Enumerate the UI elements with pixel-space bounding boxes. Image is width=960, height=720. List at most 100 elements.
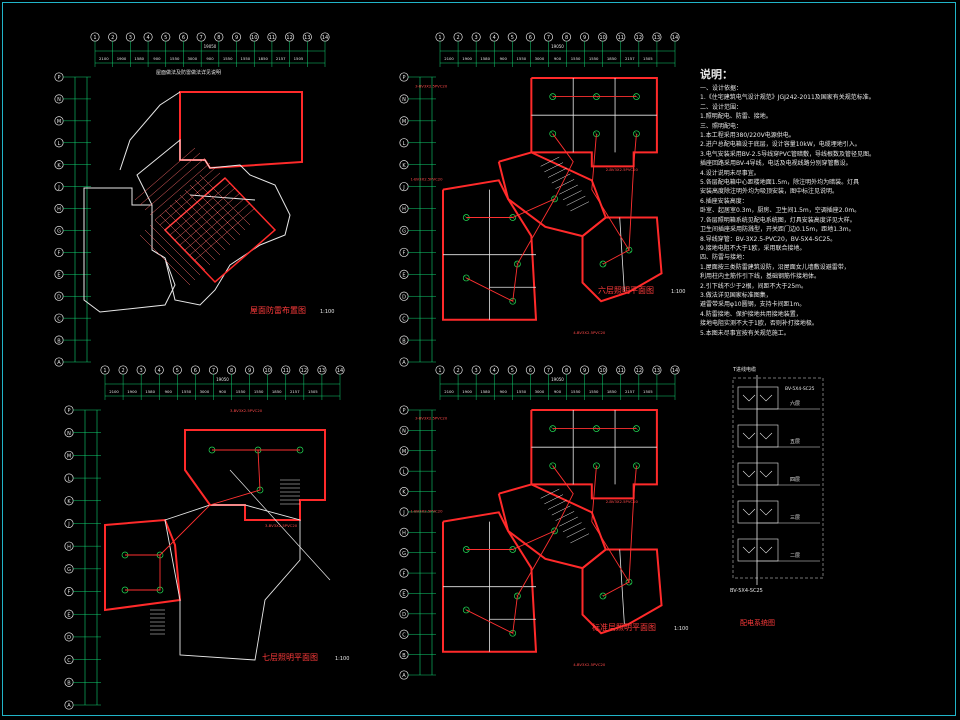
axis-letter: E [402,273,405,279]
axis-letter: L [403,141,406,147]
dimension-text: 1550 [517,389,527,394]
dimension-text: 1900 [117,56,127,61]
axis-letter: N [402,429,406,435]
dimension-text: 1850 [272,389,282,394]
axis-letter: G [402,551,406,557]
axis-letter: G [57,229,61,235]
note-line: 1.《住宅建筑电气设计规范》JGJ242-2011及国家有关规范标准。 [700,94,875,102]
axis-letter: A [67,703,71,709]
axis-letter: H [57,207,61,213]
axis-number: 10 [251,35,257,41]
dimension-text: 2100 [109,389,119,394]
axis-letter: C [402,632,406,638]
riser-title: 配电系统图 [740,618,775,627]
axis-number: 3 [129,35,132,41]
stair-tread [566,195,586,206]
hatch-line [144,157,206,211]
hatch-line [189,202,251,256]
axis-number: 8 [230,368,233,374]
axis-number: 8 [565,368,568,374]
axis-letter: A [402,673,406,679]
axis-letter: F [403,571,406,577]
axis-number: 13 [654,368,660,374]
note-line: 1.照明配电、防雷、接地。 [700,113,772,121]
note-line: 安装高度除注明外均为吸顶安装，图中标注见说明。 [700,188,839,196]
axis-number: 7 [547,368,550,374]
riser-box [732,377,824,579]
hatch-line [149,162,211,216]
axis-number: 12 [286,35,292,41]
stair-tread [547,167,567,178]
roof-outline [164,504,301,661]
axis-number: 1 [438,35,441,41]
axis-letter: J [67,522,69,528]
dimension-text: 1900 [462,56,472,61]
axis-number: 12 [636,35,642,41]
stair-tread [562,522,582,533]
hatch-line [159,172,221,226]
sixth-plan-scale: 1:100 [671,289,685,295]
breaker-symbol [742,394,773,402]
floor-label: 五层 [790,439,800,445]
note-line: 二、设计范围： [700,103,743,111]
total-dimension: 19050 [216,377,229,382]
axis-number: 9 [248,368,251,374]
dimension-text: 900 [219,389,227,394]
axis-number: 9 [583,368,586,374]
axis-letter: E [67,612,70,618]
axis-number: 9 [235,35,238,41]
note-line: 3.做法详见国家标准图集， [700,291,772,299]
dimension-text: 1550 [571,56,581,61]
axis-number: 1 [438,368,441,374]
note-line: 卫生间插座采用防溅型，开关距门边0.15m，距地1.3m。 [700,226,855,234]
circuit-label: 1-BV3X2.5PVC20 [410,508,443,513]
axis-number: 4 [158,368,161,374]
dimension-text: 1580 [134,56,144,61]
axis-letter: J [402,185,404,191]
axis-number: 1 [93,35,96,41]
axis-letter: E [57,273,60,279]
dimension-text: 900 [153,56,161,61]
axis-number: 6 [529,35,532,41]
dimension-text: 2157 [276,56,286,61]
axis-letter: B [402,338,406,344]
stair-tread [547,499,567,510]
axis-number: 14 [672,35,678,41]
circuit-label: 4-BV3X2.5PVC20 [573,330,606,335]
hatch-line [139,234,191,286]
stair-tread [559,184,578,195]
wall-outline [184,429,326,521]
hatch-line [164,177,226,231]
circuit-label: 1-BV3X2.5PVC20 [410,176,443,181]
roof-plan-title: 屋面防雷布置图 [250,305,306,315]
hatch-line [159,214,211,266]
axis-letter: P [57,75,60,81]
axis-number: 11 [283,368,289,374]
wall-outline [581,216,663,303]
axis-number: 3 [140,368,143,374]
floor-label: 二层 [790,553,800,559]
wiring-run [466,530,555,634]
dimension-text: 1850 [607,389,617,394]
stair-tread [551,505,571,516]
axis-number: 13 [319,368,325,374]
wall-outline [581,548,663,635]
axis-letter: F [58,251,61,257]
dimension-text: 1505 [643,389,653,394]
light-fixture [551,527,558,535]
sixth-floor-lighting-plan: 1905012100219003158049005155063000790081… [399,32,680,367]
hatch-line [184,189,236,241]
wiring-run [628,465,637,583]
hatch-line [169,204,221,256]
total-dimension: 19050 [551,377,564,382]
light-fixture [462,274,470,282]
stair-tread [562,190,582,201]
axis-letter: N [402,97,406,103]
floor-label: 六层 [790,400,800,407]
wiring-run [628,133,637,251]
light-fixture [551,195,558,203]
axis-number: 11 [618,35,624,41]
circuit-label: 3-BV3X2.5PVC20 [230,408,263,413]
axis-number: 12 [636,368,642,374]
